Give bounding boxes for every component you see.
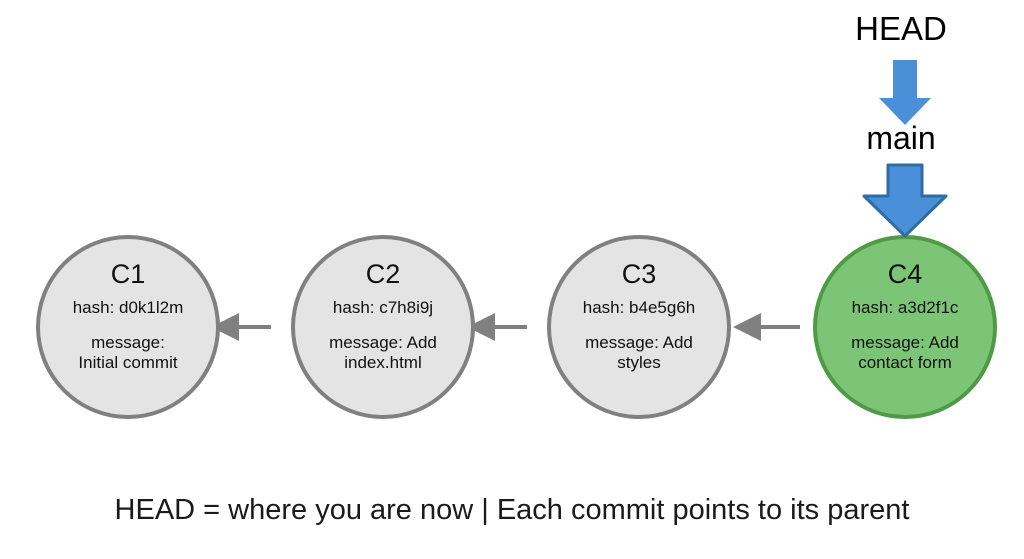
- head-to-main-arrow-icon: [879, 60, 931, 125]
- commit-node-c2[interactable]: [291, 235, 475, 419]
- branch-label-main: main: [866, 120, 936, 156]
- commit-node-c3[interactable]: [547, 235, 731, 419]
- diagram-caption: HEAD = where you are now | Each commit p…: [114, 494, 910, 526]
- parent-pointer-arrow-c4-to-c3: [733, 313, 800, 341]
- parent-pointer-arrow-c2-to-c1: [211, 313, 271, 341]
- parent-pointer-arrow-c3-to-c2: [467, 313, 527, 341]
- commit-node-c4-current[interactable]: [813, 235, 997, 419]
- commit-node-c1[interactable]: [36, 235, 220, 419]
- main-to-commit-arrow-icon: [862, 163, 948, 238]
- head-pointer-label: HEAD: [855, 10, 947, 47]
